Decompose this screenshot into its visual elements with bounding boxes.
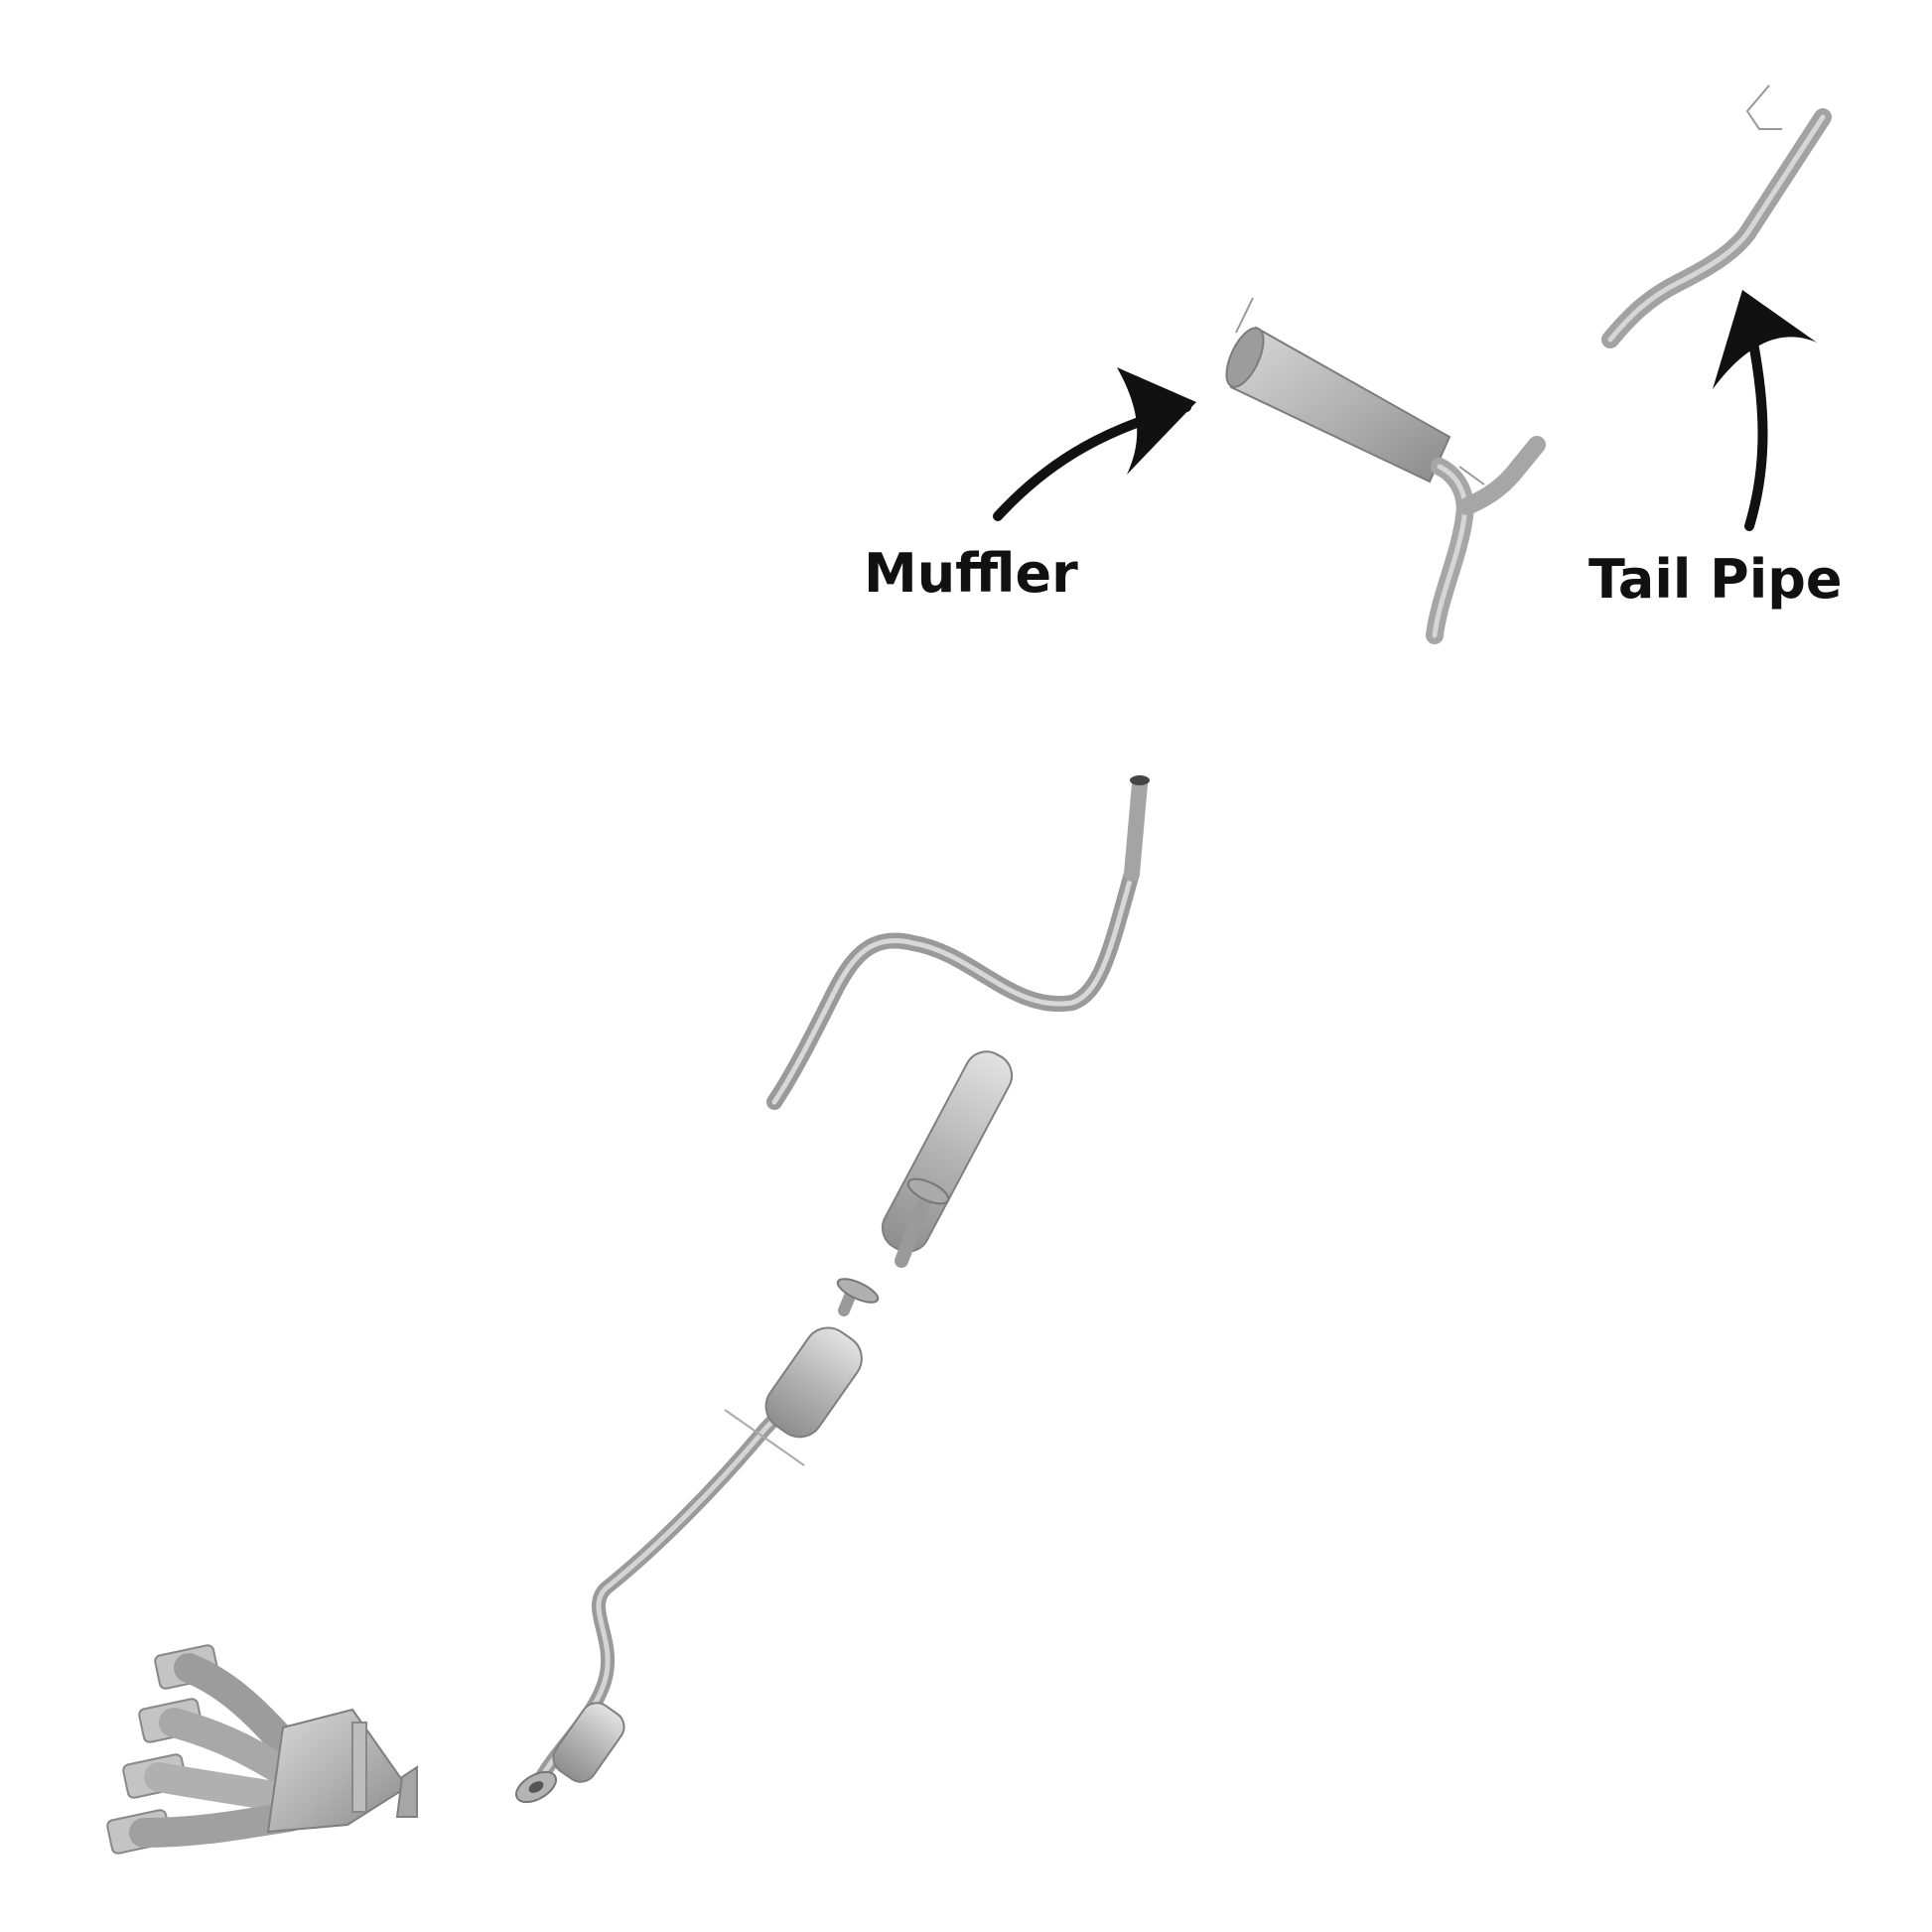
muffler-label: Muffler [864, 542, 1078, 605]
intermediate-pipe [766, 775, 1150, 1268]
tail-pipe-arrow [1713, 290, 1817, 531]
tail-pipe-label: Tail Pipe [1588, 548, 1843, 611]
tail-pipe-part [1601, 84, 1832, 348]
front-pipe [515, 1278, 880, 1804]
exhaust-manifold [106, 1644, 418, 1855]
muffler-arrow [993, 367, 1196, 521]
muffler-part [1225, 297, 1546, 644]
